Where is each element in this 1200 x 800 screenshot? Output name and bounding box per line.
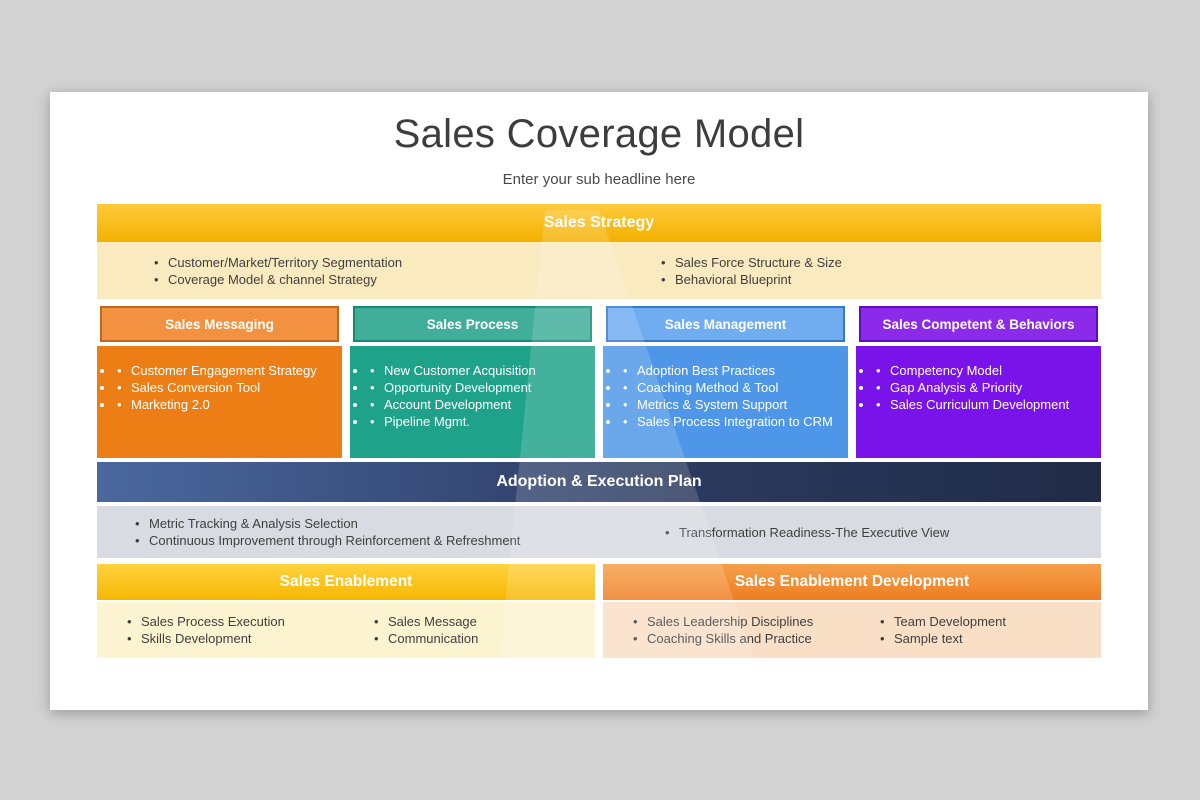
sales-strategy-header: Sales Strategy <box>97 204 1101 242</box>
column-bullets: Competency Model Gap Analysis & Priority… <box>874 362 1093 413</box>
bullet-item: Behavioral Blueprint <box>659 271 1101 288</box>
sales-enablement-development-section: Sales Enablement Development Sales Leade… <box>603 564 1101 658</box>
column-bullets: New Customer Acquisition Opportunity Dev… <box>368 362 587 430</box>
column-header: Sales Process <box>353 306 592 342</box>
sales-strategy-left-bullets: Customer/Market/Territory Segmentation C… <box>97 254 599 288</box>
bullet-item: Coaching Method & Tool <box>621 379 840 396</box>
bullet-item: Sales Process Integration to CRM <box>621 413 840 430</box>
capability-columns: Sales Messaging Customer Engagement Stra… <box>97 306 1101 458</box>
enablement-col2-bullets: Sales Message Communication <box>346 613 595 647</box>
bullet-item: Opportunity Development <box>368 379 587 396</box>
sales-strategy-band: Customer/Market/Territory Segmentation C… <box>97 242 1101 299</box>
column-header: Sales Messaging <box>100 306 339 342</box>
enablement-dev-col1-bullets: Sales Leadership Disciplines Coaching Sk… <box>603 613 852 647</box>
page-title: Sales Coverage Model <box>393 112 805 156</box>
sales-enablement-development-header: Sales Enablement Development <box>603 564 1101 600</box>
adoption-right-bullets: Transformation Readiness-The Executive V… <box>599 524 1101 541</box>
bullet-item: Gap Analysis & Priority <box>874 379 1093 396</box>
bullet-item: Metric Tracking & Analysis Selection <box>133 515 599 532</box>
bullet-item: Sales Message <box>372 613 595 630</box>
adoption-plan-band: Metric Tracking & Analysis Selection Con… <box>97 506 1101 558</box>
sales-enablement-development-band: Sales Leadership Disciplines Coaching Sk… <box>603 602 1101 658</box>
sales-strategy-right-bullets: Sales Force Structure & Size Behavioral … <box>599 254 1101 288</box>
bullet-item: Sales Force Structure & Size <box>659 254 1101 271</box>
sales-enablement-section: Sales Enablement Sales Process Execution… <box>97 564 595 658</box>
bullet-item: Sales Process Execution <box>125 613 346 630</box>
bullet-item: Metrics & System Support <box>621 396 840 413</box>
bullet-item: Coaching Skills and Practice <box>631 630 852 647</box>
bullet-item: Marketing 2.0 <box>115 396 334 413</box>
bullet-item: Communication <box>372 630 595 647</box>
bullet-item: Competency Model <box>874 362 1093 379</box>
bullet-item: Account Development <box>368 396 587 413</box>
bullet-item: Sample text <box>878 630 1101 647</box>
column-body: New Customer Acquisition Opportunity Dev… <box>350 346 595 458</box>
bullet-item: Pipeline Mgmt. <box>368 413 587 430</box>
bullet-item: Skills Development <box>125 630 346 647</box>
column-header: Sales Competent & Behaviors <box>859 306 1098 342</box>
column-sales-process: Sales Process New Customer Acquisition O… <box>350 306 595 458</box>
bullet-item: New Customer Acquisition <box>368 362 587 379</box>
bullet-item: Team Development <box>878 613 1101 630</box>
column-bullets: Adoption Best Practices Coaching Method … <box>621 362 840 430</box>
bullet-item: Sales Curriculum Development <box>874 396 1093 413</box>
bullet-item: Continuous Improvement through Reinforce… <box>133 532 599 549</box>
column-body: Competency Model Gap Analysis & Priority… <box>856 346 1101 458</box>
bullet-item: Adoption Best Practices <box>621 362 840 379</box>
enablement-col1-bullets: Sales Process Execution Skills Developme… <box>97 613 346 647</box>
slide: Sales Coverage Model Enter your sub head… <box>50 92 1148 710</box>
column-header: Sales Management <box>606 306 845 342</box>
column-sales-competent-behaviors: Sales Competent & Behaviors Competency M… <box>856 306 1101 458</box>
sales-enablement-band: Sales Process Execution Skills Developme… <box>97 602 595 658</box>
bullet-item: Customer Engagement Strategy <box>115 362 334 379</box>
bullet-item: Coverage Model & channel Strategy <box>152 271 599 288</box>
bullet-item: Customer/Market/Territory Segmentation <box>152 254 599 271</box>
bullet-item: Transformation Readiness-The Executive V… <box>663 524 1101 541</box>
adoption-plan-header: Adoption & Execution Plan <box>97 462 1101 502</box>
bottom-sections: Sales Enablement Sales Process Execution… <box>97 564 1101 658</box>
sales-enablement-header: Sales Enablement <box>97 564 595 600</box>
column-bullets: Customer Engagement Strategy Sales Conve… <box>115 362 334 413</box>
bullet-item: Sales Conversion Tool <box>115 379 334 396</box>
column-body: Customer Engagement Strategy Sales Conve… <box>97 346 342 458</box>
column-sales-messaging: Sales Messaging Customer Engagement Stra… <box>97 306 342 458</box>
enablement-dev-col2-bullets: Team Development Sample text <box>852 613 1101 647</box>
subtitle: Enter your sub headline here <box>502 171 696 188</box>
adoption-left-bullets: Metric Tracking & Analysis Selection Con… <box>97 515 599 549</box>
bullet-item: Sales Leadership Disciplines <box>631 613 852 630</box>
column-body: Adoption Best Practices Coaching Method … <box>603 346 848 458</box>
column-sales-management: Sales Management Adoption Best Practices… <box>603 306 848 458</box>
diagram-content: Sales Strategy Customer/Market/Territory… <box>97 204 1101 658</box>
